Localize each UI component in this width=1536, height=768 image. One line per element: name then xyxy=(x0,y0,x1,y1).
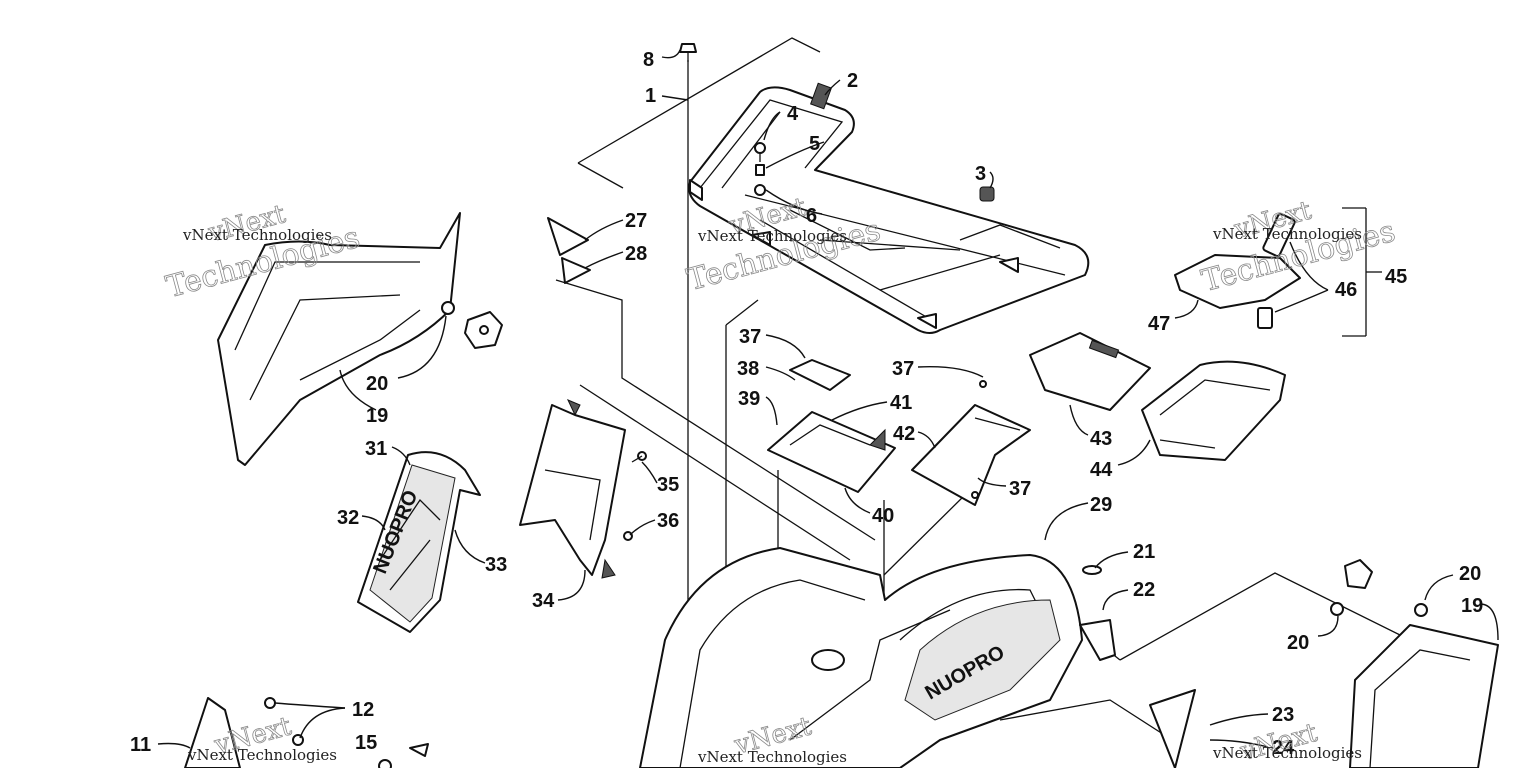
front-center-panel: NUOPRO xyxy=(357,451,481,633)
callout-37-b: 37 xyxy=(892,358,914,380)
reference-lines xyxy=(555,37,1401,746)
callout-2: 2 xyxy=(847,70,858,92)
callout-42: 42 xyxy=(893,423,915,445)
callout-31: 31 xyxy=(365,438,387,460)
callout-32: 32 xyxy=(337,507,359,529)
watermark-company: vNext Technologies xyxy=(187,746,337,764)
watermark-company: vNext Technologies xyxy=(1212,225,1362,243)
center-cover xyxy=(911,380,1031,506)
callout-6: 6 xyxy=(806,205,817,227)
callout-24: 24 xyxy=(1272,737,1295,759)
callout-28: 28 xyxy=(625,243,647,265)
callout-3: 3 xyxy=(975,163,986,185)
storage-box xyxy=(1141,360,1286,461)
callout-20-left: 20 xyxy=(366,373,388,395)
front-inner-bracket xyxy=(519,399,647,579)
leader-lines xyxy=(157,49,1499,749)
decals-27-28 xyxy=(547,217,591,284)
callout-44: 44 xyxy=(1090,459,1113,481)
callout-43: 43 xyxy=(1090,428,1112,450)
callout-12: 12 xyxy=(352,699,374,721)
storage-lid xyxy=(1029,332,1151,411)
callout-1: 1 xyxy=(645,85,656,107)
callout-11: 11 xyxy=(130,734,151,756)
callout-37-c: 37 xyxy=(1009,478,1031,500)
callout-33: 33 xyxy=(485,554,507,576)
callout-20-right-b: 20 xyxy=(1287,632,1309,654)
callout-27: 27 xyxy=(625,210,647,232)
watermark-company: vNext Technologies xyxy=(697,227,847,245)
rear-rack xyxy=(688,82,1090,334)
front-body-fender: NUOPRO xyxy=(639,547,1196,768)
callout-19-left: 19 xyxy=(366,405,388,427)
callout-4: 4 xyxy=(787,103,799,125)
right-side-panel xyxy=(1330,559,1499,768)
callout-15: 15 xyxy=(355,732,377,754)
callout-29: 29 xyxy=(1090,494,1112,516)
watermark-company: vNext Technologies xyxy=(697,748,847,766)
callout-36: 36 xyxy=(657,510,679,532)
callout-labels: 8 1 2 3 4 5 6 27 28 20 19 31 32 33 35 36… xyxy=(130,49,1483,759)
callout-21: 21 xyxy=(1133,541,1155,563)
storage-tray-lid xyxy=(767,359,896,493)
watermark-company: vNext Technologies xyxy=(182,226,332,244)
callout-38: 38 xyxy=(737,358,759,380)
callout-47: 47 xyxy=(1148,313,1170,335)
callout-39: 39 xyxy=(738,388,760,410)
callout-34: 34 xyxy=(532,590,555,612)
callout-41: 41 xyxy=(890,392,912,414)
callout-23: 23 xyxy=(1272,704,1294,726)
callout-45: 45 xyxy=(1385,266,1407,288)
callout-22: 22 xyxy=(1133,579,1155,601)
callout-5: 5 xyxy=(809,133,820,155)
left-side-panel xyxy=(217,212,503,466)
storage-latch-assembly xyxy=(1174,213,1301,329)
callout-35: 35 xyxy=(657,474,679,496)
callout-46: 46 xyxy=(1335,279,1357,301)
callout-20-right-a: 20 xyxy=(1459,563,1481,585)
callout-19-right: 19 xyxy=(1461,595,1483,617)
callout-37-a: 37 xyxy=(739,326,761,348)
callout-40: 40 xyxy=(872,505,894,527)
rack-fasteners xyxy=(679,43,995,202)
watermark-company: vNext Technologies xyxy=(1212,744,1362,762)
callout-8: 8 xyxy=(643,49,654,71)
